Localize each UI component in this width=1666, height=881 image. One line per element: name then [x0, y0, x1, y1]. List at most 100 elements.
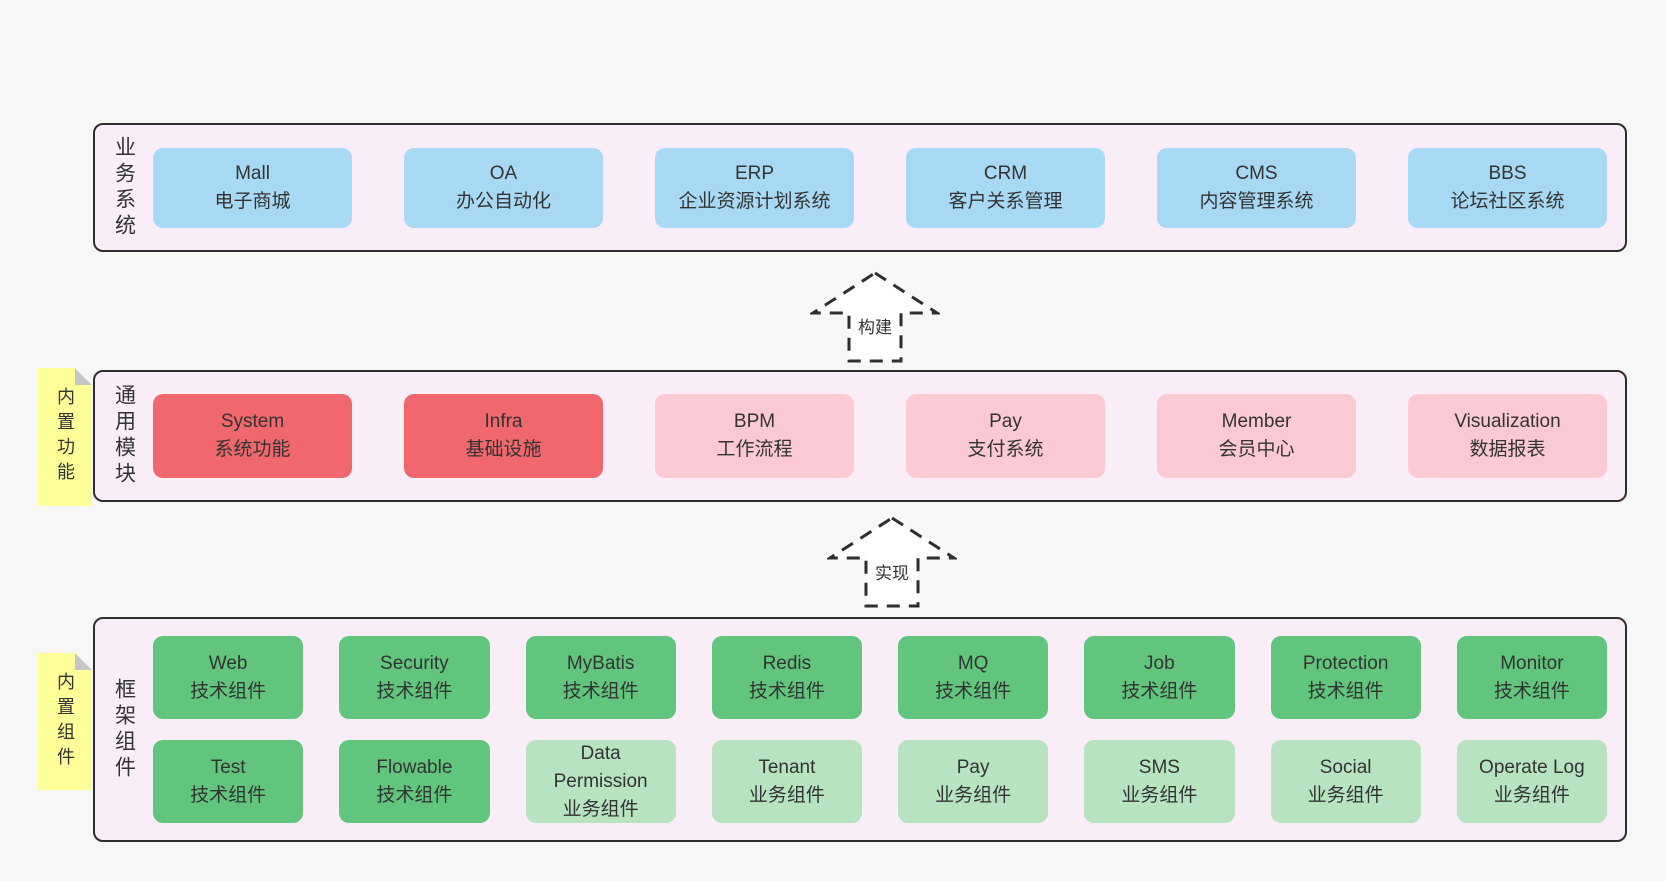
- arrow-implement-label: 实现: [872, 558, 912, 585]
- box-name: Social: [1319, 756, 1372, 778]
- section-label: 框架组件: [112, 677, 136, 782]
- box-desc: 技术组件: [748, 680, 825, 702]
- box-name: CMS: [1235, 162, 1278, 184]
- section-label-cell: 业务系统: [95, 125, 153, 250]
- box-name: Flowable: [376, 756, 453, 778]
- box-mybatis: MyBatis 技术组件: [525, 636, 676, 719]
- sticky-note-label: 内置组件: [55, 671, 75, 772]
- box-desc: 论坛社区系统: [1450, 190, 1565, 212]
- box-sms: SMS 业务组件: [1084, 740, 1235, 823]
- box-name: ERP: [734, 162, 775, 184]
- box-name: System: [220, 411, 285, 432]
- box-desc: 技术组件: [190, 680, 267, 702]
- box-name: MyBatis: [566, 652, 635, 674]
- sticky-note-builtin-components: 内置组件: [38, 653, 92, 790]
- box-desc: 业务组件: [1121, 784, 1198, 806]
- box-name: CRM: [983, 162, 1028, 184]
- box-web: Web 技术组件: [153, 636, 304, 719]
- box-bbs: BBS 论坛社区系统: [1408, 147, 1607, 228]
- box-mq: MQ 技术组件: [898, 636, 1049, 719]
- box-desc: 技术组件: [190, 784, 267, 806]
- box-name: OA: [489, 162, 518, 184]
- box-name: Visualization: [1454, 411, 1561, 432]
- box-pay: Pay 支付系统: [906, 394, 1105, 478]
- box-visualization: Visualization 数据报表: [1408, 394, 1607, 478]
- box-name: Tenant: [758, 756, 816, 778]
- panel-business-systems: 业务系统 Mall 电子商城 OA 办公自动化 ERP 企业资源计划系统 CRM 客户关系管理…: [93, 123, 1627, 252]
- box-data-permission: Data Permission 业务组件: [525, 740, 676, 823]
- arrow-build-label: 构建: [855, 312, 895, 339]
- box-desc: 技术组件: [935, 680, 1012, 702]
- box-desc: 支付系统: [967, 439, 1044, 460]
- box-name: Member: [1221, 411, 1292, 432]
- box-desc: 技术组件: [562, 680, 639, 702]
- box-desc: 电子商城: [214, 190, 291, 212]
- box-name: Infra: [484, 411, 523, 432]
- box-social: Social 业务组件: [1270, 740, 1421, 823]
- box-mall: Mall 电子商城: [153, 147, 352, 228]
- box-row: Mall 电子商城 OA 办公自动化 ERP 企业资源计划系统 CRM 客户关系管理 CMS 内容…: [153, 147, 1607, 228]
- box-name: MQ: [957, 652, 989, 674]
- section-label: 业务系统: [112, 135, 136, 240]
- sticky-note-label: 内置功能: [55, 387, 75, 487]
- box-desc: 业务组件: [1307, 784, 1384, 806]
- box-rows: Mall 电子商城 OA 办公自动化 ERP 企业资源计划系统 CRM 客户关系管理 CMS 内容…: [153, 125, 1625, 250]
- box-desc: 技术组件: [1493, 680, 1570, 702]
- box-desc: 业务组件: [1493, 784, 1570, 806]
- box-oa: OA 办公自动化: [404, 147, 603, 228]
- box-member: Member 会员中心: [1157, 394, 1356, 478]
- box-desc: 技术组件: [1121, 680, 1198, 702]
- box-redis: Redis 技术组件: [711, 636, 862, 719]
- box-name: BPM: [733, 411, 776, 432]
- box-infra: Infra 基础设施: [404, 394, 603, 478]
- box-name: SMS: [1138, 756, 1180, 778]
- box-cms: CMS 内容管理系统: [1157, 147, 1356, 228]
- box-name: Operate Log: [1479, 756, 1585, 778]
- box-desc: 技术组件: [376, 784, 453, 806]
- box-desc: 数据报表: [1469, 439, 1546, 460]
- box-pay: Pay 业务组件: [898, 740, 1049, 823]
- box-name: Pay: [956, 756, 990, 778]
- box-name: Security: [380, 652, 449, 674]
- box-security: Security 技术组件: [339, 636, 490, 719]
- box-desc: 业务组件: [748, 784, 825, 806]
- box-desc: 业务组件: [562, 798, 639, 820]
- box-name: BBS: [1488, 162, 1527, 184]
- box-desc: 办公自动化: [455, 190, 551, 212]
- box-name: Monitor: [1500, 652, 1564, 674]
- box-desc: 技术组件: [376, 680, 453, 702]
- box-name: Redis: [762, 652, 812, 674]
- box-crm: CRM 客户关系管理: [906, 147, 1105, 228]
- section-label-cell: 框架组件: [95, 619, 153, 840]
- box-flowable: Flowable 技术组件: [339, 740, 490, 823]
- box-desc: 内容管理系统: [1199, 190, 1314, 212]
- box-desc: 工作流程: [716, 439, 793, 460]
- box-name: Data Permission: [553, 742, 648, 792]
- box-erp: ERP 企业资源计划系统: [655, 147, 854, 228]
- box-name: Job: [1144, 652, 1175, 674]
- box-name: Pay: [989, 411, 1022, 432]
- box-tenant: Tenant 业务组件: [711, 740, 862, 823]
- box-name: Test: [210, 756, 246, 778]
- box-desc: 会员中心: [1218, 439, 1295, 460]
- box-name: Web: [208, 652, 248, 674]
- box-name: Protection: [1302, 652, 1389, 674]
- box-desc: 客户关系管理: [948, 190, 1063, 212]
- box-desc: 基础设施: [465, 439, 542, 460]
- box-job: Job 技术组件: [1084, 636, 1235, 719]
- box-desc: 技术组件: [1307, 680, 1384, 702]
- box-desc: 业务组件: [935, 784, 1012, 806]
- box-bpm: BPM 工作流程: [655, 394, 854, 478]
- box-name: Mall: [235, 162, 270, 184]
- box-desc: 企业资源计划系统: [678, 190, 831, 212]
- section-label-cell: 通用模块: [95, 372, 153, 500]
